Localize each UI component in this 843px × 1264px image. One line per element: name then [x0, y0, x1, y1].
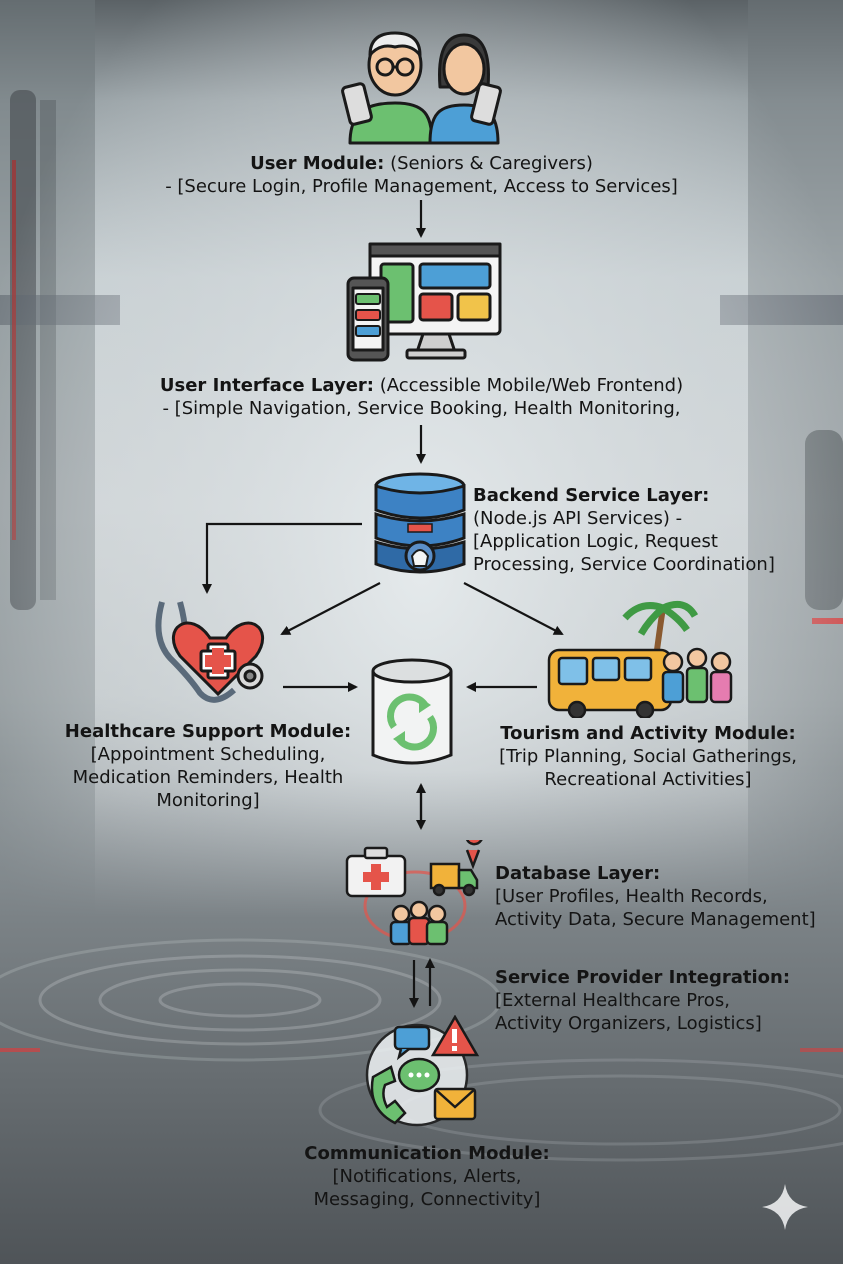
ui-layer-subtitle: (Accessible Mobile/Web Frontend): [373, 375, 684, 396]
ui-layer-title-line: User Interface Layer: (Accessible Mobile…: [110, 374, 733, 397]
ui-layer-features: - [Simple Navigation, Service Booking, H…: [162, 398, 681, 419]
ui-layer-label: User Interface Layer: (Accessible Mobile…: [110, 374, 733, 420]
communication-module-line3: Messaging, Connectivity]: [313, 1189, 541, 1210]
database-layer-line3: Activity Data, Secure Management]: [495, 909, 816, 930]
backend-layer-title: Backend Service Layer:: [473, 485, 710, 506]
backend-layer-line4: Processing, Service Coordination]: [473, 554, 775, 575]
service-provider-title: Service Provider Integration:: [495, 967, 791, 988]
tourism-module-line2: [Trip Planning, Social Gatherings,: [499, 746, 797, 767]
medkit-truck-people-icon: [345, 840, 483, 946]
seniors-caregivers-icon: [341, 31, 502, 145]
monitor-phone-icon: [346, 242, 502, 362]
healthcare-module-line4: Monitoring]: [156, 790, 260, 811]
database-layer-label: Database Layer: [User Profiles, Health R…: [495, 862, 816, 931]
sync-cylinder-icon: [371, 658, 453, 765]
heart-stethoscope-icon: [155, 601, 264, 703]
sparkle-icon: [762, 1184, 808, 1230]
healthcare-module-line2: [Appointment Scheduling,: [90, 744, 326, 765]
backend-layer-line2: (Node.js API Services) -: [473, 508, 683, 529]
ui-layer-title: User Interface Layer:: [159, 375, 374, 396]
bus-palm-seniors-icon: [547, 600, 733, 718]
user-module-label: User Module: (Seniors & Caregivers) - [S…: [140, 152, 703, 198]
database-layer-title: Database Layer:: [495, 863, 661, 884]
communication-bubbles-icon: [365, 1015, 480, 1127]
service-provider-line2: [External Healthcare Pros,: [495, 990, 730, 1011]
user-module-title-line: User Module: (Seniors & Caregivers): [140, 152, 703, 175]
arrow-backend-to-healthcare: [202, 522, 362, 594]
user-module-subtitle: (Seniors & Caregivers): [384, 153, 593, 174]
tourism-module-title: Tourism and Activity Module:: [500, 723, 796, 744]
server-database-icon: [374, 472, 466, 574]
arrow-backend-to-tourism: [463, 582, 564, 635]
communication-module-title: Communication Module:: [304, 1143, 550, 1164]
service-provider-line3: Activity Organizers, Logistics]: [495, 1013, 762, 1034]
backend-layer-line3: [Application Logic, Request: [473, 531, 718, 552]
tourism-module-label: Tourism and Activity Module: [Trip Plann…: [478, 722, 818, 791]
arrow-backend-to-health-module: [280, 582, 381, 635]
user-module-features: - [Secure Login, Profile Management, Acc…: [165, 176, 678, 197]
service-provider-label: Service Provider Integration: [External …: [495, 966, 790, 1035]
user-module-title: User Module:: [250, 153, 385, 174]
healthcare-module-line3: Medication Reminders, Health: [72, 767, 344, 788]
healthcare-module-label: Healthcare Support Module: [Appointment …: [42, 720, 374, 812]
database-layer-line2: [User Profiles, Health Records,: [495, 886, 768, 907]
backend-layer-label: Backend Service Layer: (Node.js API Serv…: [473, 484, 775, 576]
communication-module-line2: [Notifications, Alerts,: [332, 1166, 522, 1187]
tourism-module-line3: Recreational Activities]: [544, 769, 752, 790]
healthcare-module-title: Healthcare Support Module:: [64, 721, 352, 742]
communication-module-label: Communication Module: [Notifications, Al…: [262, 1142, 592, 1211]
